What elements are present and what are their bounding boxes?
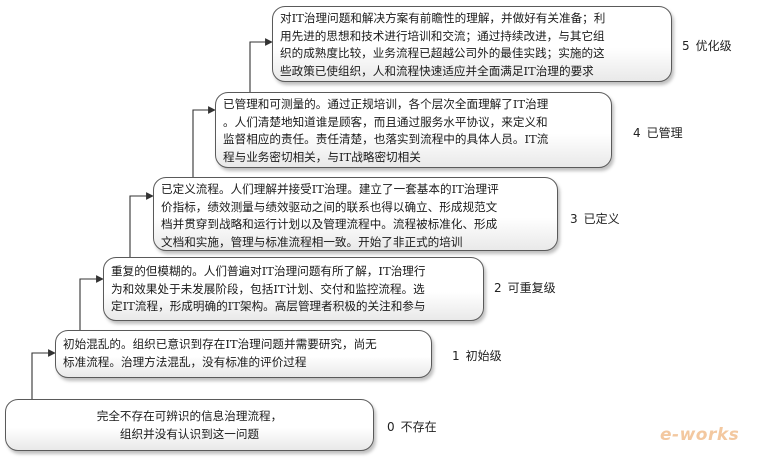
level-1-box: 初始混乱的。组织已意识到存在IT治理问题并需要研究，尚无 标准流程。治理方法混乱… <box>55 330 432 378</box>
level-1-name: 初始级 <box>465 349 502 363</box>
level-5-box: 对IT治理问题和解决方案有前瞻性的理解，并做好有关准备；利 用先进的思想和技术进… <box>272 6 672 82</box>
level-2-box: 重复的但模糊的。人们普遍对IT治理问题有所了解，IT治理行 为和效果处于未发展阶… <box>103 257 484 321</box>
level-5-name: 优化级 <box>695 39 732 53</box>
level-4-label: 4 已管理 <box>633 124 683 141</box>
eworks-watermark-logo: e-works <box>660 425 740 445</box>
level-5-label: 5 优化级 <box>682 37 732 54</box>
arrow-level-3-to-4 <box>192 106 216 177</box>
level-3-line-3: 档并贯穿到战略和运行计划以及管理流程中。流程被标准化、形成 <box>161 217 498 232</box>
level-3-line-2: 价指标，绩效测量与绩效驱动之间的联系也得以确立、形成规范文 <box>161 199 498 214</box>
level-5-line-1: 对IT治理问题和解决方案有前瞻性的理解，并做好有关准备；利 <box>280 11 606 25</box>
arrow-level-2-to-3 <box>129 192 154 257</box>
level-4-name: 已管理 <box>646 126 683 140</box>
level-0-number: 0 <box>387 420 395 434</box>
level-3-line-4: 文档和实施，管理与标准流程相一致。开始了非正式的培训 <box>161 234 463 249</box>
arrow-level-4-to-5 <box>249 38 273 92</box>
level-1-label: 1 初始级 <box>452 347 502 364</box>
level-1-number: 1 <box>452 349 460 363</box>
level-4-line-1: 已管理和可测量的。通过正规培训，各个层次全面理解了IT治理 <box>223 97 549 111</box>
level-3-number: 3 <box>570 212 578 226</box>
level-1-line-1: 初始混乱的。组织已意识到存在IT治理问题并需要研究，尚无 <box>63 337 377 351</box>
level-1-line-2: 标准流程。治理方法混乱，没有标准的评价过程 <box>63 354 307 369</box>
level-2-line-3: 定IT流程，形成明确的IT架构。高层管理者积极的关注和参与 <box>111 299 426 314</box>
level-0-box: 完全不存在可辨识的信息治理流程， 组织并没有认识到这一问题 <box>5 399 374 451</box>
level-4-line-3: 监督相应的责任。责任清楚，也落实到流程中的具体人员。IT流 <box>223 132 549 147</box>
level-5-line-2: 用先进的思想和技术进行培训和交流；通过持续改进，与其它组 <box>280 28 605 43</box>
level-3-line-1: 已定义流程。人们理解并接受IT治理。建立了一套基本的IT治理评 <box>161 182 499 196</box>
level-2-number: 2 <box>494 281 502 295</box>
level-2-label: 2 可重复级 <box>494 279 556 296</box>
level-2-line-1: 重复的但模糊的。人们普遍对IT治理问题有所了解，IT治理行 <box>111 264 426 278</box>
level-3-box: 已定义流程。人们理解并接受IT治理。建立了一套基本的IT治理评 价指标，绩效测量… <box>153 177 558 251</box>
level-2-name: 可重复级 <box>507 281 556 295</box>
level-3-label: 3 已定义 <box>570 210 620 227</box>
level-4-box: 已管理和可测量的。通过正规培训，各个层次全面理解了IT治理 。人们清楚地知道谁是… <box>215 92 612 168</box>
level-4-number: 4 <box>633 126 641 140</box>
level-0-label: 0 不存在 <box>387 418 437 435</box>
level-3-name: 已定义 <box>583 212 620 226</box>
level-0-name: 不存在 <box>400 420 437 434</box>
level-5-number: 5 <box>682 39 690 53</box>
level-5-line-4: 些政策已使组织，人和流程快速适应并全面满足IT治理的要求 <box>280 63 594 78</box>
level-0-line-2: 组织并没有认识到这一问题 <box>119 426 260 441</box>
level-2-line-2: 为和效果处于未发展阶段，包括IT计划、交付和监控流程。选 <box>111 281 425 296</box>
level-4-line-4: 程与业务密切相关，与IT战略密切相关 <box>223 149 421 164</box>
arrow-level-0-to-1 <box>31 349 56 399</box>
level-0-line-1: 完全不存在可辨识的信息治理流程， <box>96 409 283 423</box>
arrow-level-1-to-2 <box>79 275 104 330</box>
level-5-line-3: 织的成熟度比较，业务流程已超越公司外的最佳实践；实施的这 <box>280 46 605 61</box>
level-4-line-2: 。人们清楚地知道谁是顾客，而且通过服务水平协议，来定义和 <box>223 114 548 129</box>
